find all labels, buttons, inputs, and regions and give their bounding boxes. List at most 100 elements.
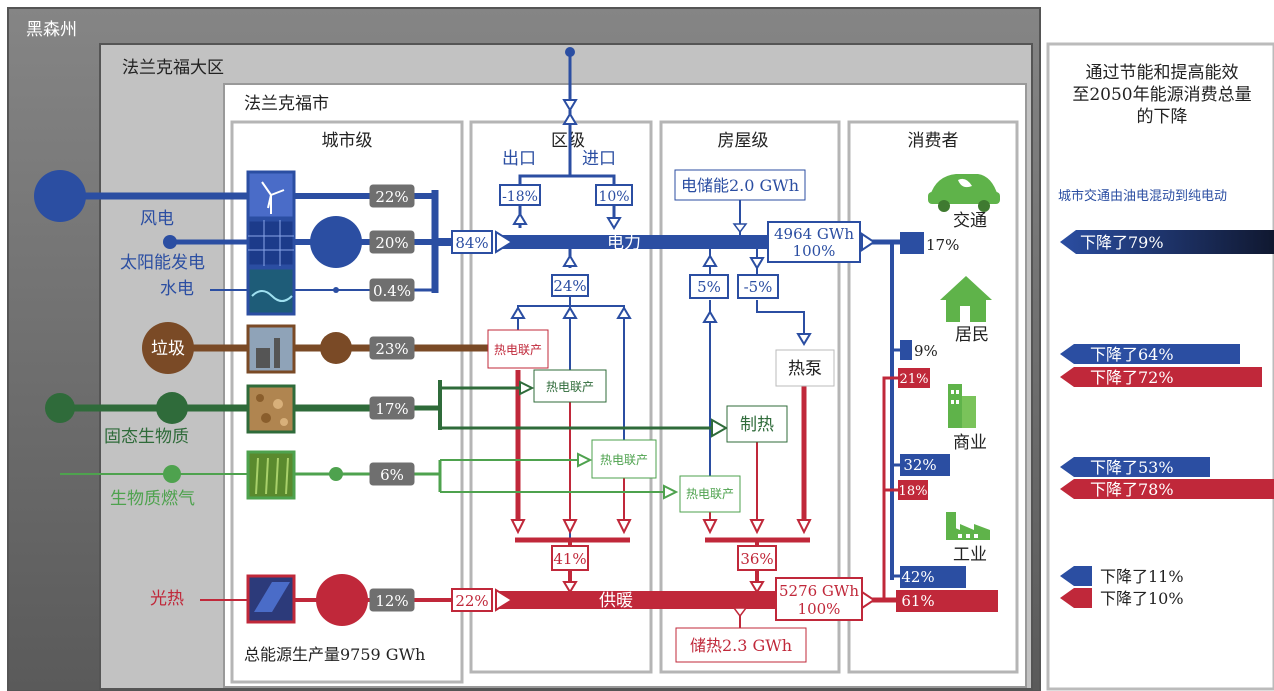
commercial-heat: 18% — [899, 484, 928, 499]
chp-share: 24% — [553, 277, 586, 295]
solar-thermal-label: 光热 — [150, 589, 184, 609]
chp-label-biogas: 热电联产 — [600, 453, 648, 467]
chp-box-biomass — [533, 369, 607, 403]
residential-elec: 9% — [914, 342, 938, 360]
industry-elec-bar — [900, 566, 966, 588]
heating-label: 制热 — [740, 415, 774, 435]
heat-district-share: 41% — [553, 550, 586, 568]
house-up-box — [689, 274, 729, 299]
commercial-elec-drop-bar — [1060, 457, 1210, 477]
right-panel-title-1: 通过节能和提高能效 — [1086, 63, 1239, 83]
house-icon — [940, 276, 992, 322]
waste-share: 23% — [375, 340, 408, 358]
right-panel-title-3: 的下降 — [1137, 107, 1188, 127]
solar-thermal-share: 12% — [375, 592, 408, 610]
heat-network — [200, 370, 998, 628]
waste-plant-icon — [246, 324, 296, 374]
factory-icon — [946, 512, 990, 540]
commercial-heat-bar — [898, 480, 928, 500]
crop-field-icon — [246, 450, 296, 500]
elec-total-line2: 100% — [793, 242, 836, 260]
column-city-level-title: 城市级 — [322, 131, 373, 151]
house-down-box — [737, 274, 779, 299]
office-building-icon — [948, 384, 976, 428]
residential-heat: 21% — [900, 372, 929, 387]
commercial-elec-bar — [900, 454, 950, 476]
chp-label-house: 热电联产 — [686, 487, 734, 501]
elec-storage-box — [674, 169, 806, 201]
transport-note: 城市交通由油电混动到纯电动 — [1058, 188, 1227, 204]
heat-total-box — [775, 577, 863, 621]
industry-heat: 61% — [901, 592, 934, 610]
heat-district-box — [551, 545, 589, 571]
solar-thermal-icon — [246, 574, 296, 624]
residential-heat-drop: 下降了72% — [1090, 368, 1174, 387]
heat-input-box — [451, 588, 493, 612]
commercial-elec: 32% — [903, 456, 936, 474]
chp-box-house — [679, 475, 741, 513]
column-district-level-title: 区级 — [551, 131, 585, 151]
column-city-level — [230, 120, 464, 684]
elec-total-line1: 4964 GWh — [774, 225, 854, 243]
elec-storage: 电储能2.0 GWh — [681, 176, 799, 195]
commercial-heat-drop: 下降了78% — [1090, 480, 1174, 499]
transport-elec: 17% — [926, 236, 959, 254]
heat-house-box — [737, 545, 777, 571]
wind-turbine-icon — [246, 170, 296, 220]
residential-elec-drop: 下降了64% — [1090, 345, 1174, 364]
transport-drop-bar — [1060, 230, 1274, 254]
solar-panel-icon — [246, 218, 296, 268]
residential-heat-bar — [898, 368, 930, 388]
city-label: 法兰克福市 — [244, 94, 329, 114]
export-box — [499, 184, 541, 206]
chp-box-biogas — [591, 439, 657, 479]
heat-label: 供暖 — [599, 591, 633, 611]
heat-total-line2: 100% — [798, 600, 841, 618]
import-label: 进口 — [582, 149, 616, 169]
solid-biomass-share: 17% — [375, 400, 408, 418]
hydro-share: 0.4% — [373, 282, 411, 300]
column-house-level-title: 房屋级 — [718, 131, 769, 151]
commercial-label: 商业 — [953, 433, 987, 453]
share-boxes — [369, 184, 415, 612]
residential-elec-bar — [900, 340, 912, 360]
export-label: 出口 — [502, 149, 536, 169]
heat-house-share: 36% — [740, 550, 773, 568]
heat-input-share: 22% — [455, 592, 488, 610]
transport-drop: 下降了79% — [1080, 233, 1164, 252]
electricity-network — [34, 47, 924, 580]
industry-heat-drop: 下降了10% — [1100, 589, 1184, 608]
heat-storage-box — [675, 627, 807, 663]
house-down-share: -5% — [744, 278, 773, 296]
commercial-heat-drop-bar — [1060, 479, 1274, 499]
district-label: 法兰克福大区 — [122, 58, 224, 78]
hydro-icon — [246, 266, 296, 316]
industry-elec-drop-bar — [1060, 566, 1092, 586]
car-icon — [928, 174, 1000, 212]
solar-label: 太阳能发电 — [120, 253, 205, 273]
biogas-label: 生物质燃气 — [110, 489, 195, 509]
heating-box — [726, 405, 788, 443]
biogas-line — [60, 452, 679, 500]
solid-biomass-label: 固态生物质 — [104, 427, 189, 447]
wind-label: 风电 — [140, 209, 174, 229]
industry-label: 工业 — [953, 545, 987, 565]
elec-label: 电力 — [607, 233, 641, 253]
column-district-level — [469, 120, 653, 674]
commercial-elec-drop: 下降了53% — [1090, 458, 1174, 477]
biogas-share: 6% — [380, 466, 404, 484]
heat-pump-label: 热泵 — [788, 359, 822, 379]
column-house-level — [659, 120, 841, 674]
house-up-share: 5% — [697, 278, 721, 296]
state-label: 黑森州 — [26, 20, 77, 40]
wood-chips-icon — [246, 384, 296, 434]
chp-label-waste: 热电联产 — [494, 343, 542, 357]
heat-storage: 储热2.3 GWh — [690, 636, 792, 655]
waste-line — [142, 322, 490, 374]
heat-pump-box — [775, 349, 835, 387]
column-consumers-title: 消费者 — [908, 131, 959, 151]
right-panel-title-2: 至2050年能源消费总量 — [1072, 85, 1251, 105]
industry-elec-drop: 下降了11% — [1100, 567, 1184, 586]
waste-label: 垃圾 — [151, 339, 185, 359]
hydro-label: 水电 — [160, 279, 194, 299]
